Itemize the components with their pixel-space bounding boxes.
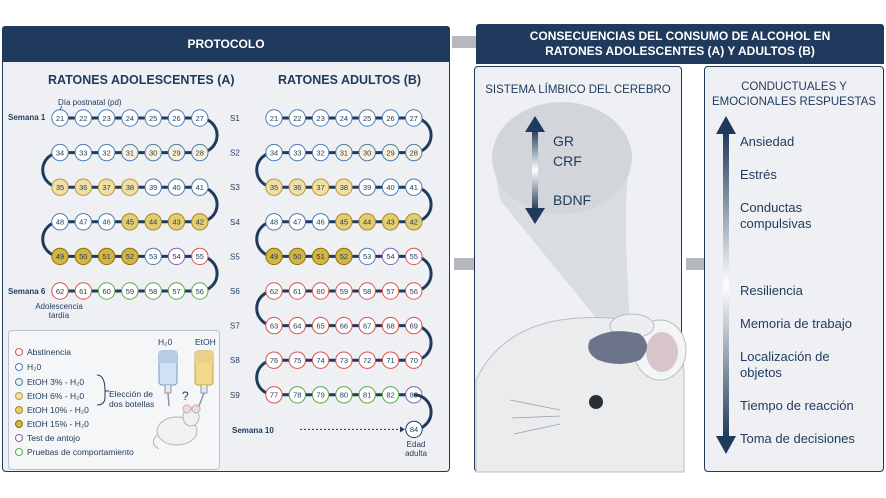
response-resiliencia: Resiliencia [740, 283, 803, 298]
limbic-panel [474, 66, 682, 472]
legend-pruebas: Pruebas de comportamiento [15, 447, 134, 457]
legend-etoh6: EtOH 6% - H₂0 [15, 391, 84, 401]
molecule-gr: GR [553, 133, 574, 149]
legend-antojo: Test de antojo [15, 433, 80, 443]
consequences-header: CONSECUENCIAS DEL CONSUMO DE ALCOHOL EN … [476, 24, 884, 64]
limbic-title: SISTEMA LÍMBICO DEL CEREBRO [485, 84, 671, 96]
legend-etoh3: EtOH 3% - H₂0 [15, 377, 84, 387]
molecule-crf: CRF [553, 153, 582, 169]
responses-title: CONDUCTUALES Y EMOCIONALES RESPUESTAS [711, 81, 877, 108]
legend-etoh10: EtOH 10% - H₂0 [15, 405, 89, 415]
pd-label: Día postnatal (pd) [58, 98, 122, 107]
col-a-title: RATONES ADOLESCENTES (A) [48, 73, 235, 87]
response-localizacion: Localización de objetos [740, 349, 830, 381]
legend-abstinencia: Abstinencia [15, 347, 71, 357]
protocol-header: PROTOCOLO [2, 26, 450, 62]
response-toma: Toma de decisiones [740, 431, 855, 446]
semana10-label: Semana 10 [232, 426, 274, 435]
edad-adulta-label: Edad adulta [405, 440, 427, 458]
legend-h2o: H₂0 [15, 362, 41, 372]
mouse-icon [153, 404, 201, 450]
molecule-bdnf: BDNF [553, 192, 592, 208]
legend-etoh15: EtOH 15% - H₂0 [15, 419, 89, 429]
eleccion-label: Elección de dos botellas [109, 389, 155, 410]
response-memoria: Memoria de trabajo [740, 316, 852, 331]
adolescencia-label: Adolescencia tardía [35, 302, 83, 320]
question-mark: ? [182, 389, 189, 403]
semana6-label: Semana 6 [8, 287, 46, 296]
semana1-label: Semana 1 [8, 113, 46, 122]
response-conductas: Conductas compulsivas [740, 200, 812, 232]
bottle-h2o-label: H₂0 [158, 337, 173, 347]
bottle-etoh-label: EtOH [195, 337, 216, 347]
response-ansiedad: Ansiedad [740, 134, 795, 149]
response-tiempo: Tiempo de reacción [740, 398, 854, 413]
two-bottle-illustration [96, 350, 214, 450]
col-b-title: RATONES ADULTOS (B) [278, 73, 422, 87]
response-estres: Estrés [740, 167, 777, 182]
legend-box: Abstinencia H₂0 EtOH 3% - H₂0 EtOH 6% - … [8, 330, 220, 470]
